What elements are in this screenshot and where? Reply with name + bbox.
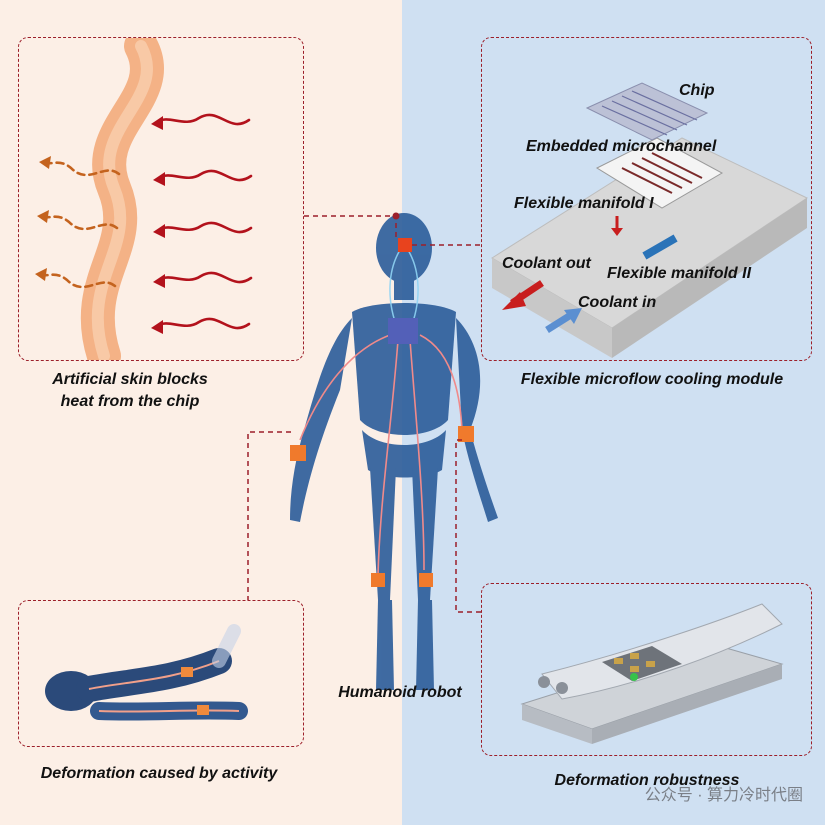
cooling-module-panel — [481, 37, 812, 361]
chip-pad — [602, 646, 682, 681]
blocked-heat-arrowheads — [35, 156, 51, 281]
chip — [585, 82, 709, 141]
microchannels — [621, 152, 703, 194]
caption-skin-line1: Artificial skin blocks — [52, 371, 208, 388]
caption-artificial-skin: Artificial skin blocks heat from the chi… — [30, 369, 230, 413]
watermark: 公众号 · 算力冷时代圈 — [644, 787, 803, 804]
coolant-in-arrow — [545, 308, 582, 333]
arm-chip-left — [290, 445, 306, 461]
heat-waves — [155, 113, 253, 330]
skin-panel — [18, 37, 304, 361]
robustness-panel — [481, 583, 812, 756]
caption-humanoid-robot: Humanoid robot — [338, 684, 462, 701]
arm-chip-right — [458, 426, 474, 442]
caption-skin-line2: heat from the chip — [60, 393, 200, 410]
leg-chip-right — [419, 573, 433, 587]
coolant-out-arrow — [502, 280, 544, 310]
label-chip: Chip — [679, 82, 715, 99]
label-flexible-manifold-2: Flexible manifold II — [607, 265, 752, 282]
chip-frame — [595, 137, 724, 209]
caption-robustness: Deformation robustness — [554, 772, 740, 789]
label-flexible-manifold-1: Flexible manifold I — [514, 195, 654, 212]
label-coolant-out: Coolant out — [502, 255, 591, 272]
head-chip — [398, 238, 412, 252]
activity-panel — [18, 600, 304, 747]
blocked-heat-waves — [39, 160, 121, 289]
cooling-hub — [388, 318, 418, 344]
flow-arrow-down — [611, 216, 623, 236]
leg-chip-left — [371, 573, 385, 587]
caption-cooling-module: Flexible microflow cooling module — [520, 371, 784, 388]
caption-activity: Deformation caused by activity — [40, 765, 278, 782]
bent-module-illustration — [520, 603, 784, 744]
bent-flexible-layer — [541, 603, 783, 700]
cooling-module-illustration — [491, 82, 809, 358]
label-coolant-in: Coolant in — [578, 294, 657, 311]
skin-illustration — [35, 38, 253, 360]
label-embedded-microchannel: Embedded microchannel — [526, 138, 717, 155]
lying-robot-illustration — [45, 624, 248, 721]
heat-wave-arrowheads — [151, 116, 165, 334]
